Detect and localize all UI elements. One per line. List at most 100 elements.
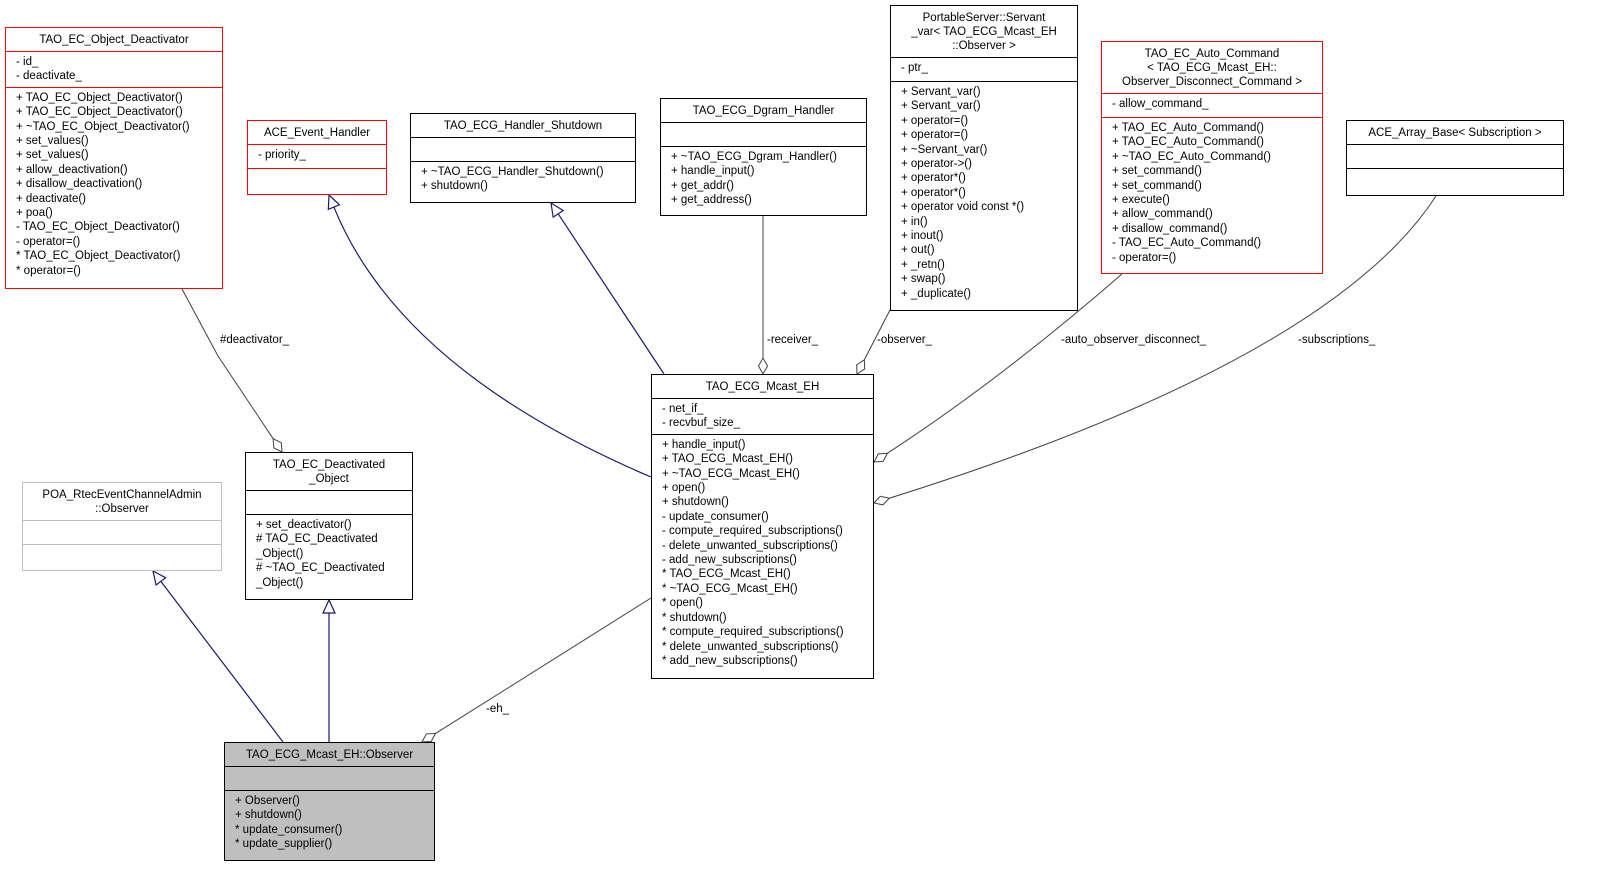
class-title: TAO_EC_Object_Deactivator	[6, 28, 222, 52]
class-title: TAO_EC_Auto_Command < TAO_ECG_Mcast_EH::…	[1102, 42, 1322, 94]
member-row: + handle_input()	[671, 165, 755, 178]
operations: + Observer()+ shutdown()* update_consume…	[225, 791, 434, 855]
class-title: TAO_ECG_Mcast_EH::Observer	[225, 743, 434, 767]
class-title: ACE_Array_Base< Subscription >	[1347, 121, 1563, 145]
class-tao-ecg-handler-shutdown[interactable]: TAO_ECG_Handler_Shutdown + ~TAO_ECG_Hand…	[410, 113, 636, 203]
edge-auto-observer-disconnect-diamond	[873, 452, 889, 463]
attributes: - net_if_ - recvbuf_size_	[652, 399, 873, 435]
class-ace-array-base[interactable]: ACE_Array_Base< Subscription >	[1346, 120, 1564, 196]
member-row: + _duplicate()	[901, 287, 971, 300]
class-tao-ecg-mcast-eh-observer[interactable]: TAO_ECG_Mcast_EH::Observer + Observer()+…	[224, 742, 435, 861]
operations: + set_deactivator()# TAO_EC_Deactivated_…	[246, 515, 412, 593]
class-poa-observer[interactable]: POA_RtecEventChannelAdmin ::Observer	[22, 482, 222, 571]
edge-mcast-eh-to-handler-shutdown-line	[557, 213, 665, 375]
member-row: + Observer()	[235, 795, 300, 807]
edge-observer-to-poa-observer-arrowhead	[152, 569, 167, 587]
member-row: + set_values()	[16, 135, 89, 148]
attributes	[246, 491, 412, 515]
edge-mcast-eh-to-handler-shutdown-arrowhead	[550, 201, 565, 219]
class-tao-ec-deactivated-object[interactable]: TAO_EC_Deactivated _Object + set_deactiv…	[245, 452, 413, 600]
member-row: + operator=()	[901, 129, 969, 142]
member-row: + ~Servant_var()	[901, 143, 988, 156]
member-row: + operator->()	[901, 158, 972, 171]
edge-observer-diamond	[856, 358, 866, 375]
member-row: - delete_unwanted_subscriptions()	[662, 539, 838, 552]
member-row: + set_values()	[16, 149, 89, 162]
edge-eh-line	[435, 597, 652, 734]
operations	[248, 169, 386, 193]
member-row: + shutdown()	[235, 809, 302, 822]
member-row: - operator=()	[16, 235, 81, 248]
class-tao-ecg-dgram-handler[interactable]: TAO_ECG_Dgram_Handler + ~TAO_ECG_Dgram_H…	[660, 98, 867, 216]
operations: + TAO_EC_Auto_Command()+ TAO_EC_Auto_Com…	[1102, 118, 1322, 268]
member-row: + poa()	[16, 207, 53, 220]
edge-subscriptions-line	[889, 195, 1437, 499]
edge-observer-to-deactivated-object-arrowhead	[322, 598, 336, 614]
attributes: - allow_command_	[1102, 94, 1322, 118]
edge-label-deactivator: #deactivator_	[220, 334, 290, 346]
operations	[23, 545, 221, 569]
member-row: + get_address()	[671, 194, 752, 207]
member-row: * add_new_subscriptions()	[662, 654, 798, 667]
member-row: - deactivate_	[16, 70, 82, 83]
class-title: POA_RtecEventChannelAdmin ::Observer	[23, 483, 221, 521]
member-row: + allow_command()	[1112, 208, 1213, 221]
attributes	[1347, 145, 1563, 169]
operations: + ~TAO_ECG_Dgram_Handler() + handle_input…	[661, 147, 866, 211]
edge-label-subscriptions: -subscriptions_	[1298, 334, 1376, 346]
class-title: TAO_ECG_Handler_Shutdown	[411, 114, 635, 138]
attributes	[661, 123, 866, 147]
member-row: + operator void const *()	[901, 201, 1025, 214]
member-row: - ptr_	[901, 62, 928, 74]
member-row: + TAO_EC_Object_Deactivator()	[16, 91, 183, 104]
member-row: + handle_input()	[662, 438, 746, 451]
member-row: + ~TAO_ECG_Handler_Shutdown()	[421, 166, 604, 178]
member-row: + deactivate()	[16, 192, 86, 205]
attributes	[225, 767, 434, 791]
class-ace-event-handler[interactable]: ACE_Event_Handler - priority_	[247, 120, 387, 195]
edge-label-receiver: -receiver_	[767, 334, 819, 346]
operations: + TAO_EC_Object_Deactivator()+ TAO_EC_Ob…	[6, 88, 222, 281]
edge-label-eh: -eh_	[486, 703, 510, 715]
member-row: + Servant_var()	[901, 100, 981, 113]
class-servant-var[interactable]: PortableServer::Servant _var< TAO_ECG_Mc…	[890, 5, 1078, 311]
member-row: + disallow_deactivation()	[16, 178, 143, 191]
member-row: - recvbuf_size_	[662, 417, 740, 430]
member-row: + ~TAO_ECG_Mcast_EH()	[662, 467, 800, 480]
class-tao-ec-auto-command[interactable]: TAO_EC_Auto_Command < TAO_ECG_Mcast_EH::…	[1101, 41, 1323, 274]
member-row: - TAO_EC_Auto_Command()	[1112, 237, 1262, 250]
member-row: - operator=()	[1112, 251, 1177, 264]
member-row: + swap()	[901, 273, 946, 286]
operations	[1347, 169, 1563, 193]
member-row: + shutdown()	[662, 496, 729, 509]
member-row: * operator=()	[16, 264, 81, 277]
class-title: PortableServer::Servant _var< TAO_ECG_Mc…	[891, 6, 1077, 58]
member-row: + operator*()	[901, 186, 966, 199]
edge-receiver-diamond	[757, 356, 769, 376]
member-row: * delete_unwanted_subscriptions()	[662, 640, 839, 653]
attributes	[411, 138, 635, 162]
member-row: * update_supplier()	[235, 838, 333, 851]
member-row: + shutdown()	[421, 180, 488, 193]
member-row: - compute_required_subscriptions()	[662, 525, 843, 538]
member-row: + ~TAO_ECG_Dgram_Handler()	[671, 151, 837, 163]
member-row: + inout()	[901, 230, 944, 243]
class-tao-ec-object-deactivator[interactable]: TAO_EC_Object_Deactivator - id_- deactiv…	[5, 27, 223, 289]
member-row: * TAO_EC_Object_Deactivator()	[16, 250, 181, 263]
edge-mcast-eh-to-event-handler-arrowhead	[327, 193, 341, 211]
member-row: + ~TAO_EC_Object_Deactivator()	[16, 120, 190, 133]
attributes	[23, 521, 221, 545]
member-row: _Object()	[256, 576, 304, 589]
attributes: - priority_	[248, 145, 386, 169]
attributes: - ptr_	[891, 58, 1077, 82]
class-tao-ecg-mcast-eh[interactable]: TAO_ECG_Mcast_EH - net_if_- recvbuf_size…	[651, 374, 874, 679]
edge-label-auto-observer-disconnect: -auto_observer_disconnect_	[1061, 334, 1207, 346]
member-row: + operator=()	[901, 114, 969, 127]
member-row: + ~TAO_EC_Auto_Command()	[1112, 150, 1271, 163]
member-row: - priority_	[258, 149, 306, 161]
member-row: * compute_required_subscriptions()	[662, 626, 844, 639]
member-row: + allow_deactivation()	[16, 163, 128, 176]
member-row: + in()	[901, 215, 928, 228]
member-row: - net_if_	[662, 403, 704, 415]
